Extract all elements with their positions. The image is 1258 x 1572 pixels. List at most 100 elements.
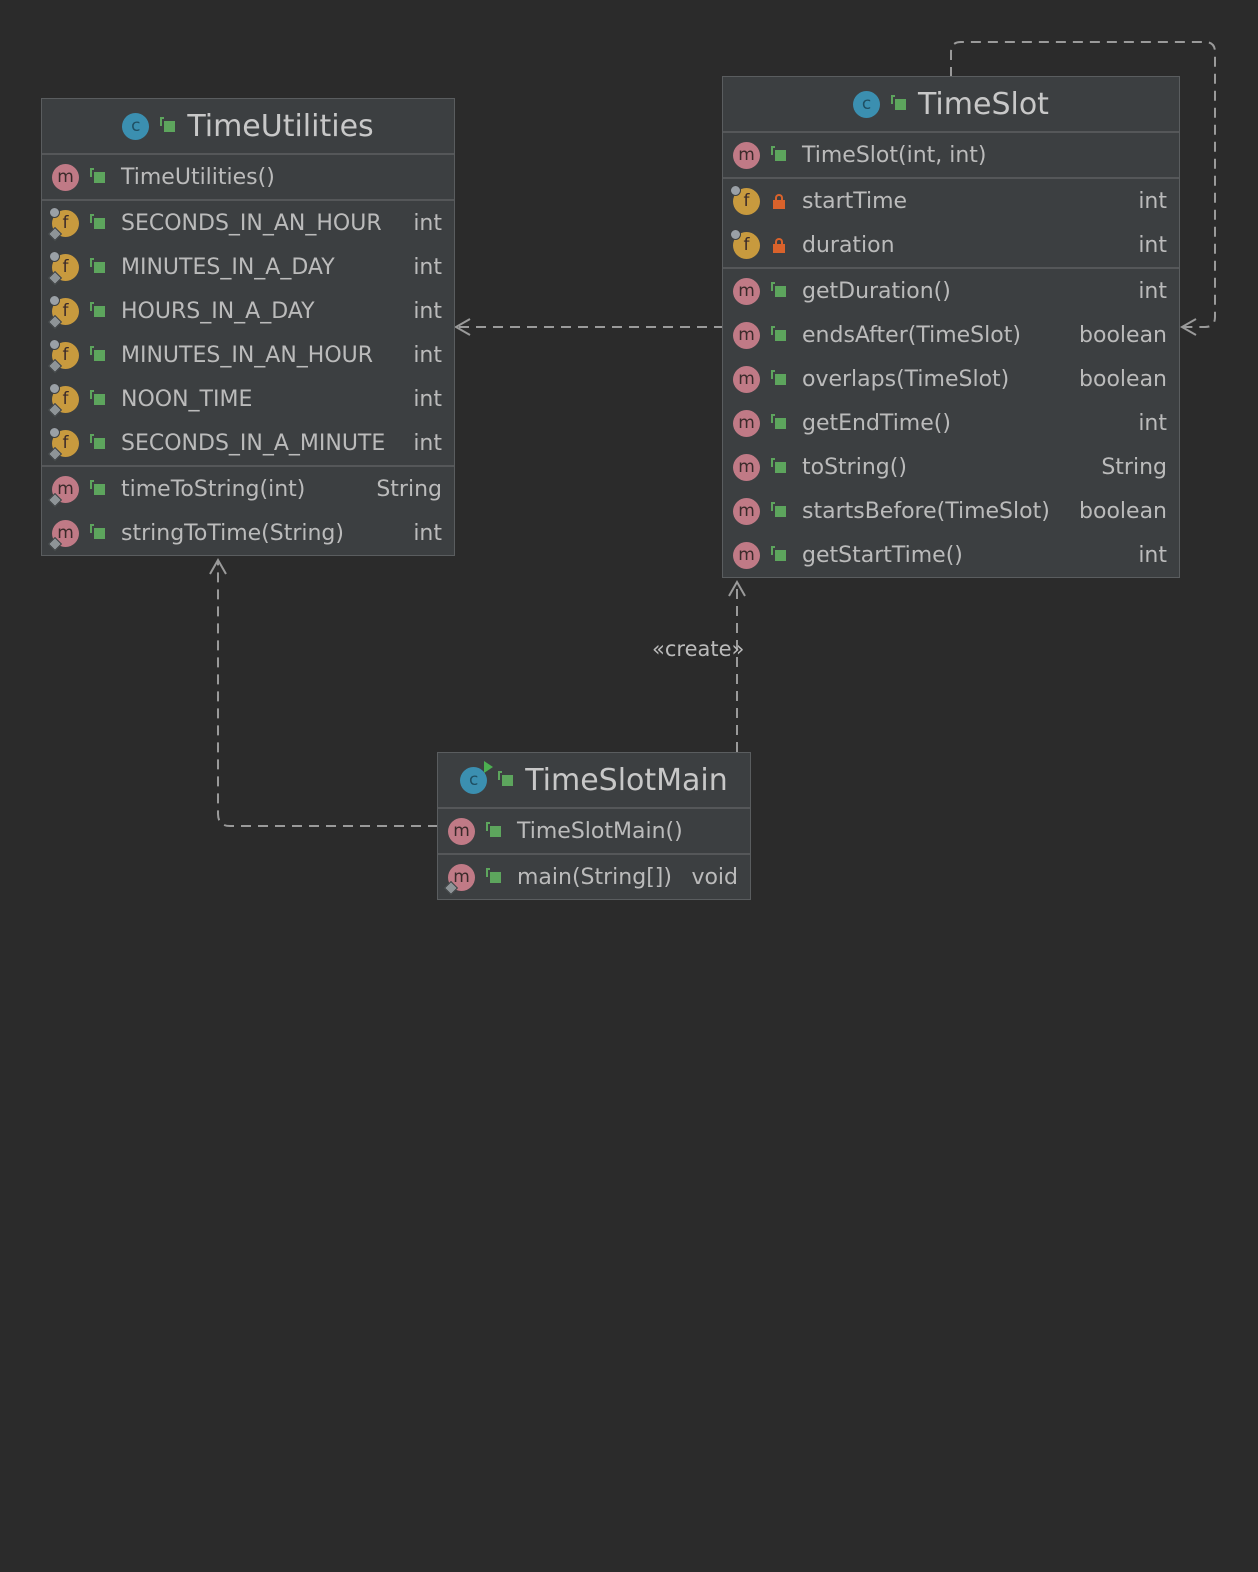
member-row[interactable]: f NOON_TIME int [42,377,454,421]
constructors-section: m TimeSlotMain() [438,809,750,855]
methods-section: m timeToString(int) String m stringToTim… [42,467,454,555]
fields-section: f startTime int f duration int [723,179,1179,269]
constructors-section: m TimeUtilities() [42,155,454,201]
arrowhead-timeutilities-left [453,318,471,336]
member-name: getStartTime() [802,542,963,568]
class-time-slot-main[interactable]: c TimeSlotMain m TimeSlotMain() m main(S… [437,752,751,900]
member-row[interactable]: f startTime int [723,179,1179,223]
member-row[interactable]: f MINUTES_IN_AN_HOUR int [42,333,454,377]
class-title: TimeSlotMain [525,762,728,798]
member-type: int [413,342,442,368]
field-icon: f [47,426,79,461]
class-time-slot[interactable]: c TimeSlot m TimeSlot(int, int) f startT… [722,76,1180,578]
class-header[interactable]: c TimeSlot [723,77,1179,133]
field-icon: f [47,294,79,329]
public-visibility-icon [485,868,503,886]
member-type: int [1138,188,1167,214]
class-title: TimeUtilities [187,108,374,144]
field-icon: f [47,250,79,285]
runnable-class-icon: c [460,760,494,794]
member-row[interactable]: m TimeUtilities() [42,155,454,199]
create-label: «create» [652,637,744,661]
member-name: endsAfter(TimeSlot) [802,322,1021,348]
public-visibility-icon [770,458,788,476]
class-time-utilities[interactable]: c TimeUtilities m TimeUtilities() f SECO… [41,98,455,556]
member-row[interactable]: m timeToString(int) String [42,467,454,511]
member-name: MINUTES_IN_AN_HOUR [121,342,374,368]
member-name: timeToString(int) [121,476,306,502]
field-icon: f [730,184,760,215]
arrowhead-timeslot-self [1179,318,1197,336]
member-row[interactable]: f HOURS_IN_A_DAY int [42,289,454,333]
member-row[interactable]: m getStartTime() int [723,533,1179,577]
class-icon: c [122,112,150,140]
member-row[interactable]: m overlaps(TimeSlot) boolean [723,357,1179,401]
public-visibility-icon [770,282,788,300]
class-header[interactable]: c TimeSlotMain [438,753,750,809]
fields-section: f SECONDS_IN_AN_HOUR int f MINUTES_IN_A_… [42,201,454,467]
class-icon: c [853,90,881,118]
member-name: startsBefore(TimeSlot) [802,498,1050,524]
method-icon: m [733,409,760,437]
member-row[interactable]: f duration int [723,223,1179,267]
method-icon: m [47,475,79,507]
member-row[interactable]: f SECONDS_IN_A_MINUTE int [42,421,454,465]
member-row[interactable]: f SECONDS_IN_AN_HOUR int [42,201,454,245]
method-icon: m [733,321,760,349]
field-icon: f [730,228,760,259]
class-title: TimeSlot [918,86,1049,122]
public-visibility-icon [89,302,107,320]
member-row[interactable]: f MINUTES_IN_A_DAY int [42,245,454,289]
public-visibility-icon [770,414,788,432]
method-icon: m [733,497,760,525]
member-name: stringToTime(String) [121,520,344,546]
public-visibility-icon [89,346,107,364]
arrowhead-timeutilities-bottom [209,557,227,575]
member-row[interactable]: m TimeSlot(int, int) [723,133,1179,177]
methods-section: m getDuration() int m endsAfter(TimeSlot… [723,269,1179,577]
member-row[interactable]: m startsBefore(TimeSlot) boolean [723,489,1179,533]
public-visibility-icon [89,168,107,186]
edge-main-to-timeutilities[interactable] [217,560,438,827]
public-visibility-icon [770,326,788,344]
member-row[interactable]: m endsAfter(TimeSlot) boolean [723,313,1179,357]
member-row[interactable]: m TimeSlotMain() [438,809,750,853]
public-visibility-icon [770,546,788,564]
method-icon: m [733,365,760,393]
arrowhead-timeslot-bottom [728,579,746,597]
member-name: HOURS_IN_A_DAY [121,298,315,324]
lock-icon [770,192,788,210]
member-row[interactable]: m main(String[]) void [438,855,750,899]
member-type: int [413,520,442,546]
member-type: boolean [1079,366,1167,392]
field-icon: f [47,382,79,417]
field-icon: f [47,338,79,373]
public-visibility-icon [89,524,107,542]
public-visibility-icon [89,390,107,408]
class-header[interactable]: c TimeUtilities [42,99,454,155]
member-row[interactable]: m stringToTime(String) int [42,511,454,555]
methods-section: m main(String[]) void [438,855,750,899]
lock-icon [770,236,788,254]
member-row[interactable]: m getDuration() int [723,269,1179,313]
member-name: overlaps(TimeSlot) [802,366,1010,392]
member-name: main(String[]) [517,864,672,890]
public-visibility-icon [159,117,177,135]
public-visibility-icon [890,95,908,113]
member-type: String [376,476,442,502]
member-row[interactable]: m getEndTime() int [723,401,1179,445]
public-visibility-icon [89,258,107,276]
member-type: int [1138,410,1167,436]
public-visibility-icon [89,214,107,232]
member-name: toString() [802,454,907,480]
member-name: TimeUtilities() [121,164,275,190]
member-row[interactable]: m toString() String [723,445,1179,489]
method-icon: m [47,519,79,551]
edge-timeslot-self[interactable] [950,41,1216,328]
member-type: int [413,298,442,324]
member-type: int [413,210,442,236]
method-icon: m [733,541,760,569]
public-visibility-icon [485,822,503,840]
member-name: duration [802,232,895,258]
